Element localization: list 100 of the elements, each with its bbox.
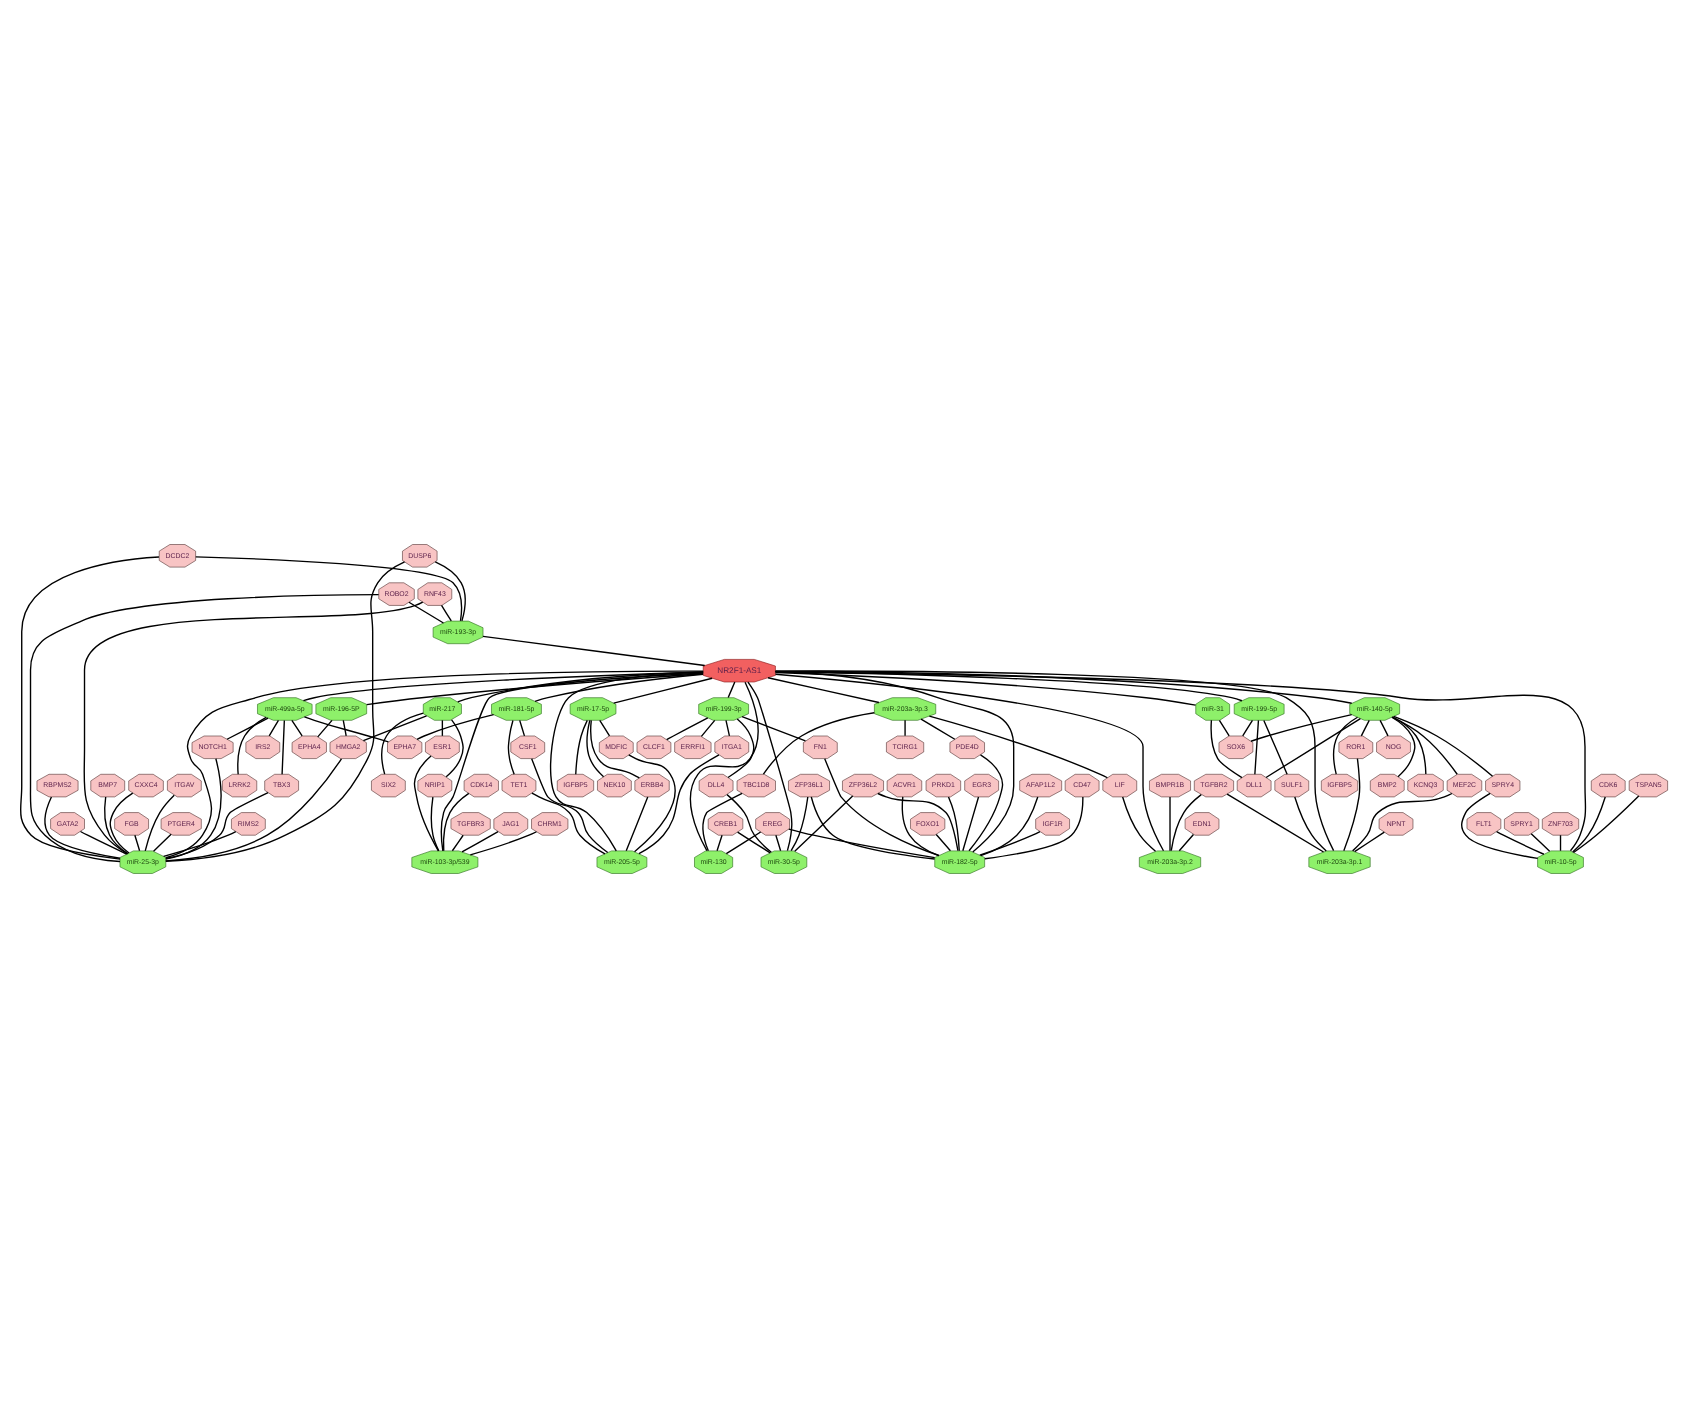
connector bbox=[904, 718, 906, 736]
connector bbox=[767, 676, 880, 703]
connector bbox=[1392, 715, 1427, 774]
connector bbox=[700, 718, 716, 737]
connector bbox=[79, 829, 128, 854]
connector bbox=[1393, 714, 1494, 776]
connector bbox=[928, 714, 1109, 778]
connector bbox=[979, 829, 1041, 855]
connector bbox=[762, 711, 875, 774]
connector bbox=[165, 790, 269, 859]
connector bbox=[1242, 718, 1254, 736]
connector bbox=[342, 718, 347, 736]
connector bbox=[482, 634, 706, 666]
connector bbox=[774, 672, 1165, 851]
connector bbox=[1121, 795, 1157, 851]
connector bbox=[302, 670, 704, 701]
connector bbox=[469, 830, 538, 855]
connector bbox=[165, 669, 704, 858]
connector bbox=[291, 718, 303, 736]
connector bbox=[162, 829, 237, 857]
connector bbox=[725, 830, 762, 854]
connector bbox=[575, 718, 588, 774]
connector bbox=[442, 791, 470, 851]
connector bbox=[725, 718, 731, 736]
connector bbox=[1391, 715, 1416, 777]
connector bbox=[727, 717, 755, 778]
connector bbox=[440, 603, 452, 621]
connector bbox=[430, 795, 440, 851]
connector bbox=[104, 795, 129, 854]
connector bbox=[237, 715, 267, 774]
connector bbox=[381, 711, 424, 774]
connector bbox=[281, 718, 285, 774]
connector bbox=[152, 832, 172, 851]
connector bbox=[613, 676, 713, 703]
connector bbox=[134, 833, 141, 851]
connector bbox=[1572, 794, 1640, 853]
connector bbox=[109, 791, 134, 853]
connector bbox=[1226, 792, 1325, 852]
connector bbox=[1391, 715, 1458, 774]
connector bbox=[1353, 830, 1385, 852]
connector bbox=[1250, 712, 1353, 741]
connector bbox=[774, 669, 1353, 703]
connector bbox=[625, 795, 649, 851]
connector bbox=[877, 791, 959, 851]
connector bbox=[628, 753, 676, 852]
connector bbox=[461, 829, 499, 852]
connector bbox=[303, 715, 390, 742]
connector bbox=[1571, 795, 1606, 852]
connector bbox=[195, 555, 463, 621]
connector bbox=[362, 714, 428, 741]
connector bbox=[788, 827, 936, 858]
connector bbox=[226, 716, 269, 739]
connector bbox=[457, 670, 704, 702]
connector bbox=[1495, 829, 1545, 854]
connector bbox=[29, 592, 380, 862]
connector bbox=[534, 672, 704, 702]
connector bbox=[549, 670, 704, 851]
connector bbox=[920, 717, 956, 739]
connector bbox=[366, 672, 704, 705]
connector bbox=[1263, 718, 1288, 774]
connector bbox=[531, 791, 606, 854]
connector bbox=[794, 794, 854, 851]
connector bbox=[1169, 795, 1171, 851]
connector bbox=[774, 670, 1197, 705]
connector bbox=[689, 680, 759, 851]
connector bbox=[1351, 791, 1453, 851]
connector bbox=[507, 718, 515, 774]
connector bbox=[741, 715, 807, 741]
connector bbox=[1265, 716, 1362, 778]
connector bbox=[317, 718, 333, 737]
connector bbox=[1294, 795, 1327, 851]
connector bbox=[1170, 792, 1202, 851]
connector bbox=[747, 680, 793, 851]
connector bbox=[1210, 718, 1243, 778]
connector bbox=[702, 791, 743, 851]
connector bbox=[451, 833, 464, 851]
connector bbox=[1178, 832, 1195, 851]
connector bbox=[727, 680, 736, 698]
connector bbox=[44, 795, 121, 858]
connector bbox=[810, 795, 936, 859]
connector bbox=[413, 754, 440, 851]
connector bbox=[599, 718, 611, 736]
connector bbox=[901, 795, 940, 856]
connector bbox=[531, 756, 609, 853]
connector bbox=[408, 600, 445, 623]
connector bbox=[165, 560, 406, 861]
connector bbox=[1218, 718, 1230, 736]
connector bbox=[984, 795, 1084, 859]
connector bbox=[790, 795, 809, 851]
connector bbox=[947, 795, 960, 851]
connector bbox=[726, 792, 772, 852]
connector bbox=[962, 795, 980, 851]
connector bbox=[736, 830, 771, 853]
connector bbox=[1461, 791, 1539, 859]
connector bbox=[1360, 718, 1370, 736]
connector bbox=[1343, 756, 1361, 851]
connector bbox=[268, 718, 280, 736]
connector bbox=[980, 795, 1039, 856]
connector bbox=[19, 555, 160, 859]
connector bbox=[716, 833, 723, 851]
